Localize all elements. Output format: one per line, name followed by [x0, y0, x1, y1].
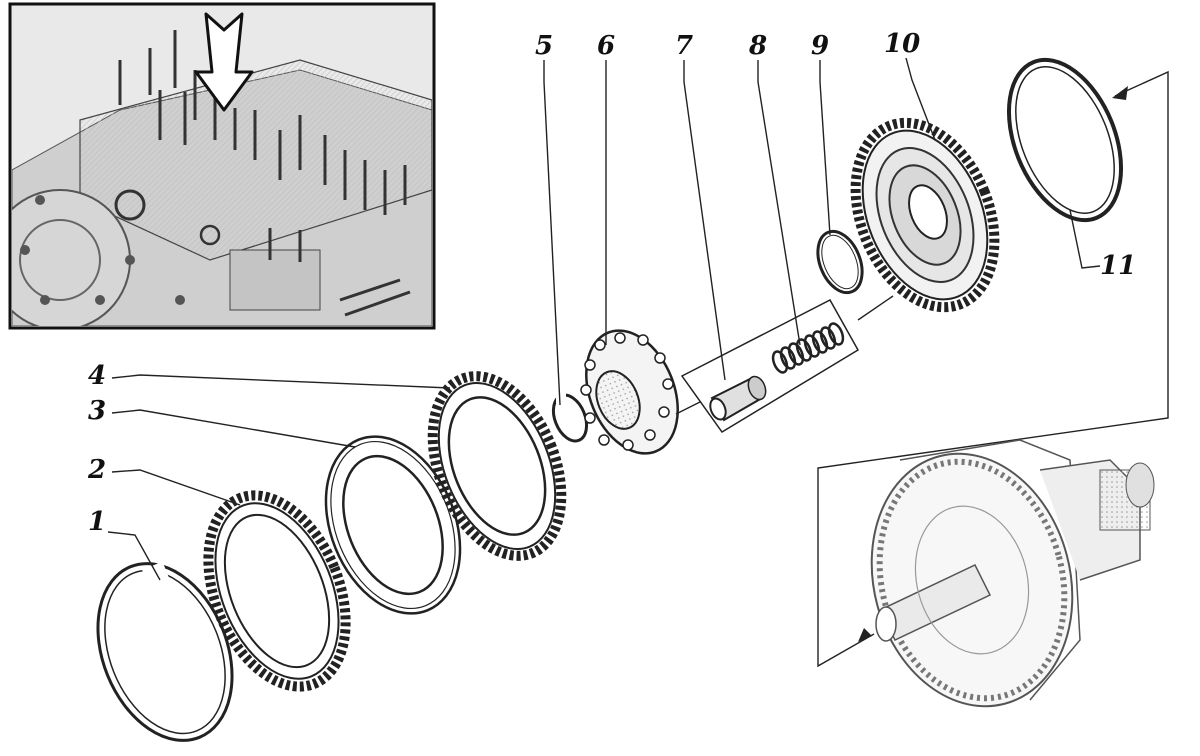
part-6-splined-hub: [580, 329, 679, 455]
assembled-clutch-drum: [870, 439, 1155, 708]
part-2-toothed-plate: [203, 490, 351, 692]
label-6: 6: [597, 31, 615, 61]
assembly-bracket: [817, 70, 1169, 668]
part-1-snap-ring: [96, 561, 234, 742]
label-10: 10: [884, 29, 920, 59]
part-5-small-snap-ring: [551, 393, 589, 443]
label-11: 11: [1100, 251, 1136, 281]
label-3: 3: [88, 396, 106, 426]
part-labels: 1 2 3 4 5 6 7 8 9 10 11: [87, 29, 1136, 537]
label-5: 5: [535, 31, 553, 61]
label-9: 9: [811, 31, 829, 61]
label-2: 2: [87, 455, 106, 485]
label-4: 4: [88, 361, 106, 391]
leader-lines: [107, 57, 1101, 581]
label-7: 7: [675, 31, 693, 61]
inset-housing-photo: [8, 2, 436, 330]
part-7-spring-cup: [709, 375, 767, 422]
label-8: 8: [748, 31, 767, 61]
part-11-seal-ring: [1006, 57, 1124, 223]
part-8-coil-spring: [771, 322, 845, 374]
part-4-toothed-plate: [427, 371, 567, 561]
spring-callout-box: [675, 295, 894, 434]
down-arrow-icon: [194, 12, 254, 112]
part-9-o-ring: [816, 229, 864, 295]
part-3-friction-disc: [324, 435, 462, 615]
label-1: 1: [88, 507, 106, 537]
part-10-piston: [850, 117, 1000, 313]
